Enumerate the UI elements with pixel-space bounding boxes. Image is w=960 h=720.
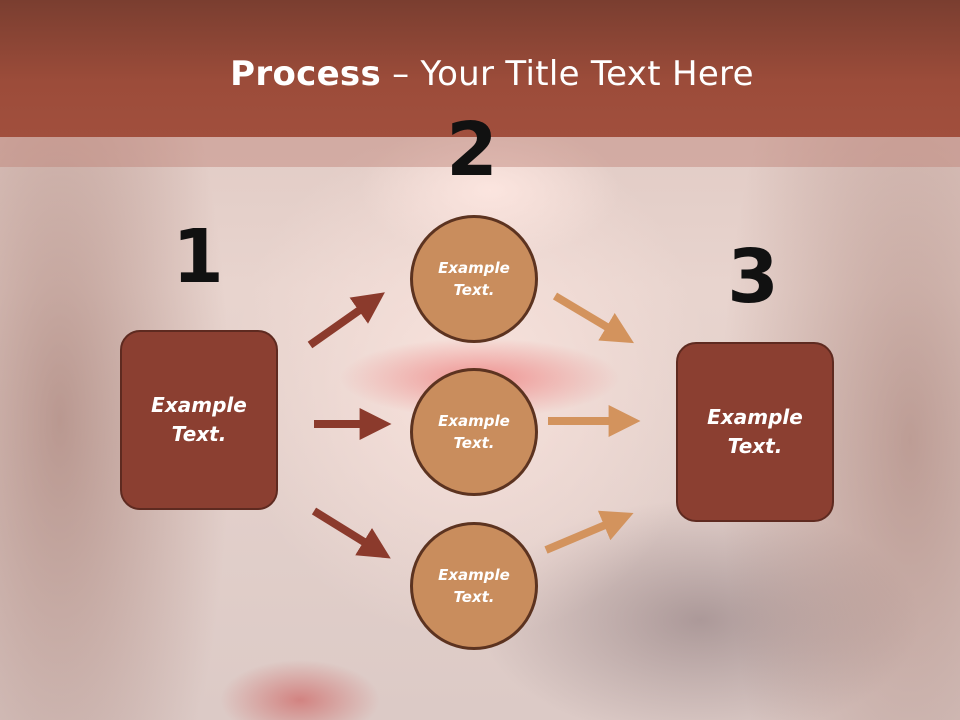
step-number-2: 2: [446, 107, 498, 193]
title-rest: – Your Title Text Here: [381, 54, 754, 94]
left-step-box: Example Text.: [120, 330, 278, 510]
circle-bottom-text: Example Text.: [438, 565, 510, 607]
header-band: [0, 137, 960, 167]
right-step-box: Example Text.: [676, 342, 834, 522]
arrow-up-right-dark: [307, 292, 385, 349]
right-box-text: Example Text.: [707, 405, 803, 458]
arrow-down-right-dark: [311, 507, 391, 559]
circle-bottom: Example Text.: [410, 522, 538, 650]
title-bold: Process: [230, 54, 382, 94]
header-bar: [0, 0, 960, 137]
arrow-up-right-light: [544, 510, 634, 554]
circle-top-text: Example Text.: [438, 258, 510, 300]
left-box-text: Example Text.: [151, 393, 247, 446]
circle-middle-text: Example Text.: [438, 411, 510, 453]
circle-top: Example Text.: [410, 215, 538, 343]
step-number-1: 1: [172, 214, 224, 300]
slide-title: Process – Your Title Text Here: [0, 54, 960, 94]
arrow-down-right-light: [552, 292, 634, 344]
circle-middle: Example Text.: [410, 368, 538, 496]
step-number-3: 3: [727, 234, 779, 320]
